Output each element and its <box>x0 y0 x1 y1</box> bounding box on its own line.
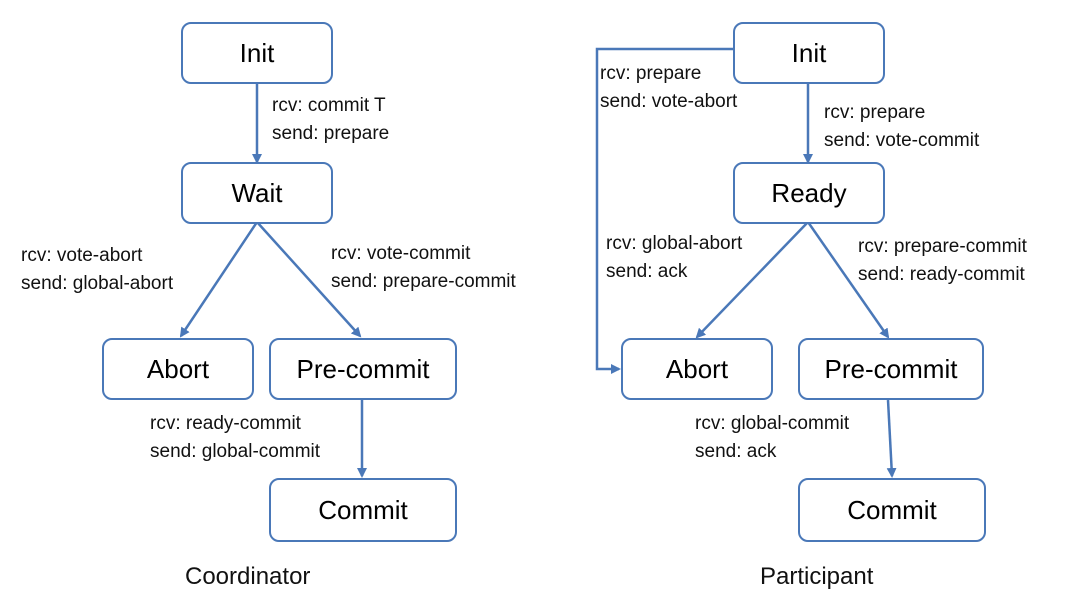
send-text: send: ack <box>695 441 777 462</box>
coordinator-label-wait-abort: rcv: vote-abort send: global-abort <box>21 242 173 298</box>
participant-label-init-ready: rcv: prepare send: vote-commit <box>824 99 979 155</box>
coordinator-arrow-wait-abort <box>179 221 259 338</box>
rcv-text: rcv: vote-abort <box>21 245 143 266</box>
send-text: send: ack <box>606 261 688 282</box>
participant-state-commit: Commit <box>798 478 986 542</box>
rcv-text: rcv: prepare <box>600 63 702 84</box>
participant-label-precommit-commit: rcv: global-commit send: ack <box>695 410 849 466</box>
participant-label-ready-precommit: rcv: prepare-commit send: ready-commit <box>858 233 1027 289</box>
send-text: send: prepare-commit <box>331 271 516 292</box>
send-text: send: prepare <box>272 123 390 144</box>
rcv-text: rcv: ready-commit <box>150 413 301 434</box>
coordinator-state-commit: Commit <box>269 478 457 542</box>
coordinator-label-precommit-commit: rcv: ready-commit send: global-commit <box>150 410 320 466</box>
participant-caption: Participant <box>760 563 874 590</box>
rcv-text: rcv: vote-commit <box>331 243 471 264</box>
coordinator-label-init-wait: rcv: commit T send: prepare <box>272 92 389 148</box>
coordinator-state-wait: Wait <box>181 162 333 224</box>
coordinator-caption: Coordinator <box>185 563 311 590</box>
rcv-text: rcv: global-abort <box>606 233 743 254</box>
participant-state-init: Init <box>733 22 885 84</box>
participant-state-ready: Ready <box>733 162 885 224</box>
participant-arrow-ready-abort <box>695 221 809 339</box>
send-text: send: global-commit <box>150 441 321 462</box>
send-text: send: global-abort <box>21 273 174 294</box>
send-text: send: ready-commit <box>858 264 1025 285</box>
participant-arrow-ready-precommit <box>806 221 890 339</box>
send-text: send: vote-commit <box>824 130 980 151</box>
send-text: send: vote-abort <box>600 91 738 112</box>
coordinator-label-wait-precommit: rcv: vote-commit send: prepare-commit <box>331 240 516 296</box>
participant-label-ready-abort: rcv: global-abort send: ack <box>606 230 742 286</box>
coordinator-state-abort: Abort <box>102 338 254 400</box>
participant-state-abort: Abort <box>621 338 773 400</box>
coordinator-state-precommit: Pre-commit <box>269 338 457 400</box>
participant-arrow-precommit-commit <box>886 399 897 478</box>
participant-state-precommit: Pre-commit <box>798 338 984 400</box>
rcv-text: rcv: global-commit <box>695 413 850 434</box>
rcv-text: rcv: commit T <box>272 95 386 116</box>
rcv-text: rcv: prepare-commit <box>858 236 1027 257</box>
coordinator-arrow-wait-precommit <box>256 221 362 338</box>
participant-label-init-abort: rcv: prepare send: vote-abort <box>600 60 737 116</box>
coordinator-state-init: Init <box>181 22 333 84</box>
participant-arrow-init-abort <box>595 47 733 374</box>
rcv-text: rcv: prepare <box>824 102 926 123</box>
